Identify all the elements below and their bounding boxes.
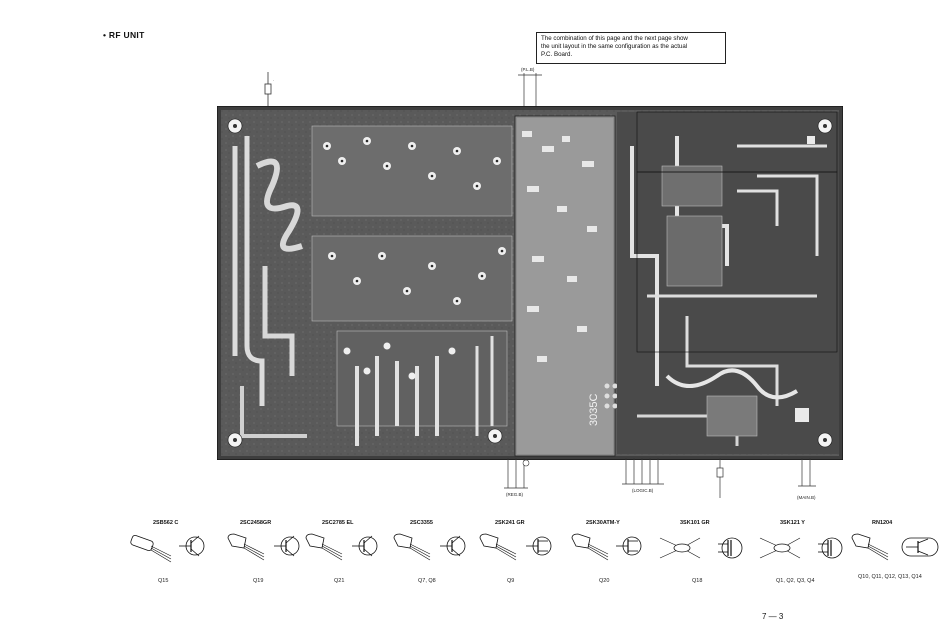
connector-bottom-b-leads [622,458,664,485]
board-marking-text: 3035C [588,394,600,426]
transistor-ref-label: Q10, Q11, Q12, Q13, Q14 [858,574,922,580]
mosfet-pinout-icon [759,537,843,559]
connector-label-reg: (REG.B) [506,492,524,497]
transistor-ref-label: Q21 [334,578,345,584]
transistor-type-label: 3SK101 GR [680,520,710,526]
transistor-type-label: 2SK241 GR [495,520,525,526]
connector-bottom-c-leads [716,458,724,498]
connector-top-leads [518,73,542,107]
transistor-type-label: 2SC2785 EL [322,520,354,526]
page-number: 7 — 3 [762,612,784,621]
transistor-pinout-icon [571,533,642,561]
transistor-ref-label: Q18 [692,578,703,584]
transistor-type-label: 2SC3355 [410,520,433,526]
transistor-pinout-icon [393,533,466,561]
mosfet-pinout-icon [659,537,743,559]
connector-label-top: (P.L.B) [521,67,535,72]
note-line: the unit layout in the same configuratio… [541,43,688,50]
layout-note-box: The combination of this page and the nex… [536,32,726,64]
transistor-type-label: 2SK30ATM-Y [586,520,620,526]
connector-right-leads [798,458,816,487]
svg-text:·: · [273,78,274,83]
digital-transistor-pinout-icon [851,533,939,561]
connector-label-main: (MAIN.B) [797,495,816,500]
transistor-ref-label: Q20 [599,578,610,584]
transistor-pinout-icon [130,534,205,563]
pcb-layout: 3035C [217,106,843,460]
transistor-type-label: 2SC2458GR [240,520,272,526]
connector-bottom-a-leads [504,458,530,489]
transistor-pinout-icon [305,533,378,561]
transistor-pinout-icon [227,533,300,561]
transistor-type-label: 2SB562 C [153,520,179,526]
note-line: P.C. Board. [541,51,573,58]
note-line: The combination of this page and the nex… [541,35,688,42]
transistor-type-label: RN1204 [872,520,893,526]
transistor-ref-label: Q15 [158,578,169,584]
transistor-pinout-icon [479,533,552,561]
transistor-ref-label: Q9 [507,578,515,584]
transistor-ref-label: Q1, Q2, Q3, Q4 [776,578,815,584]
lead-component-icon: · [264,72,274,108]
connector-label-logic: (LOGIC.B) [632,488,654,493]
section-title: • RF UNIT [103,30,145,40]
transistor-type-label: 3SK121 Y [780,520,805,526]
transistor-ref-label: Q19 [253,578,264,584]
transistor-ref-label: Q7, Q8 [418,578,436,584]
